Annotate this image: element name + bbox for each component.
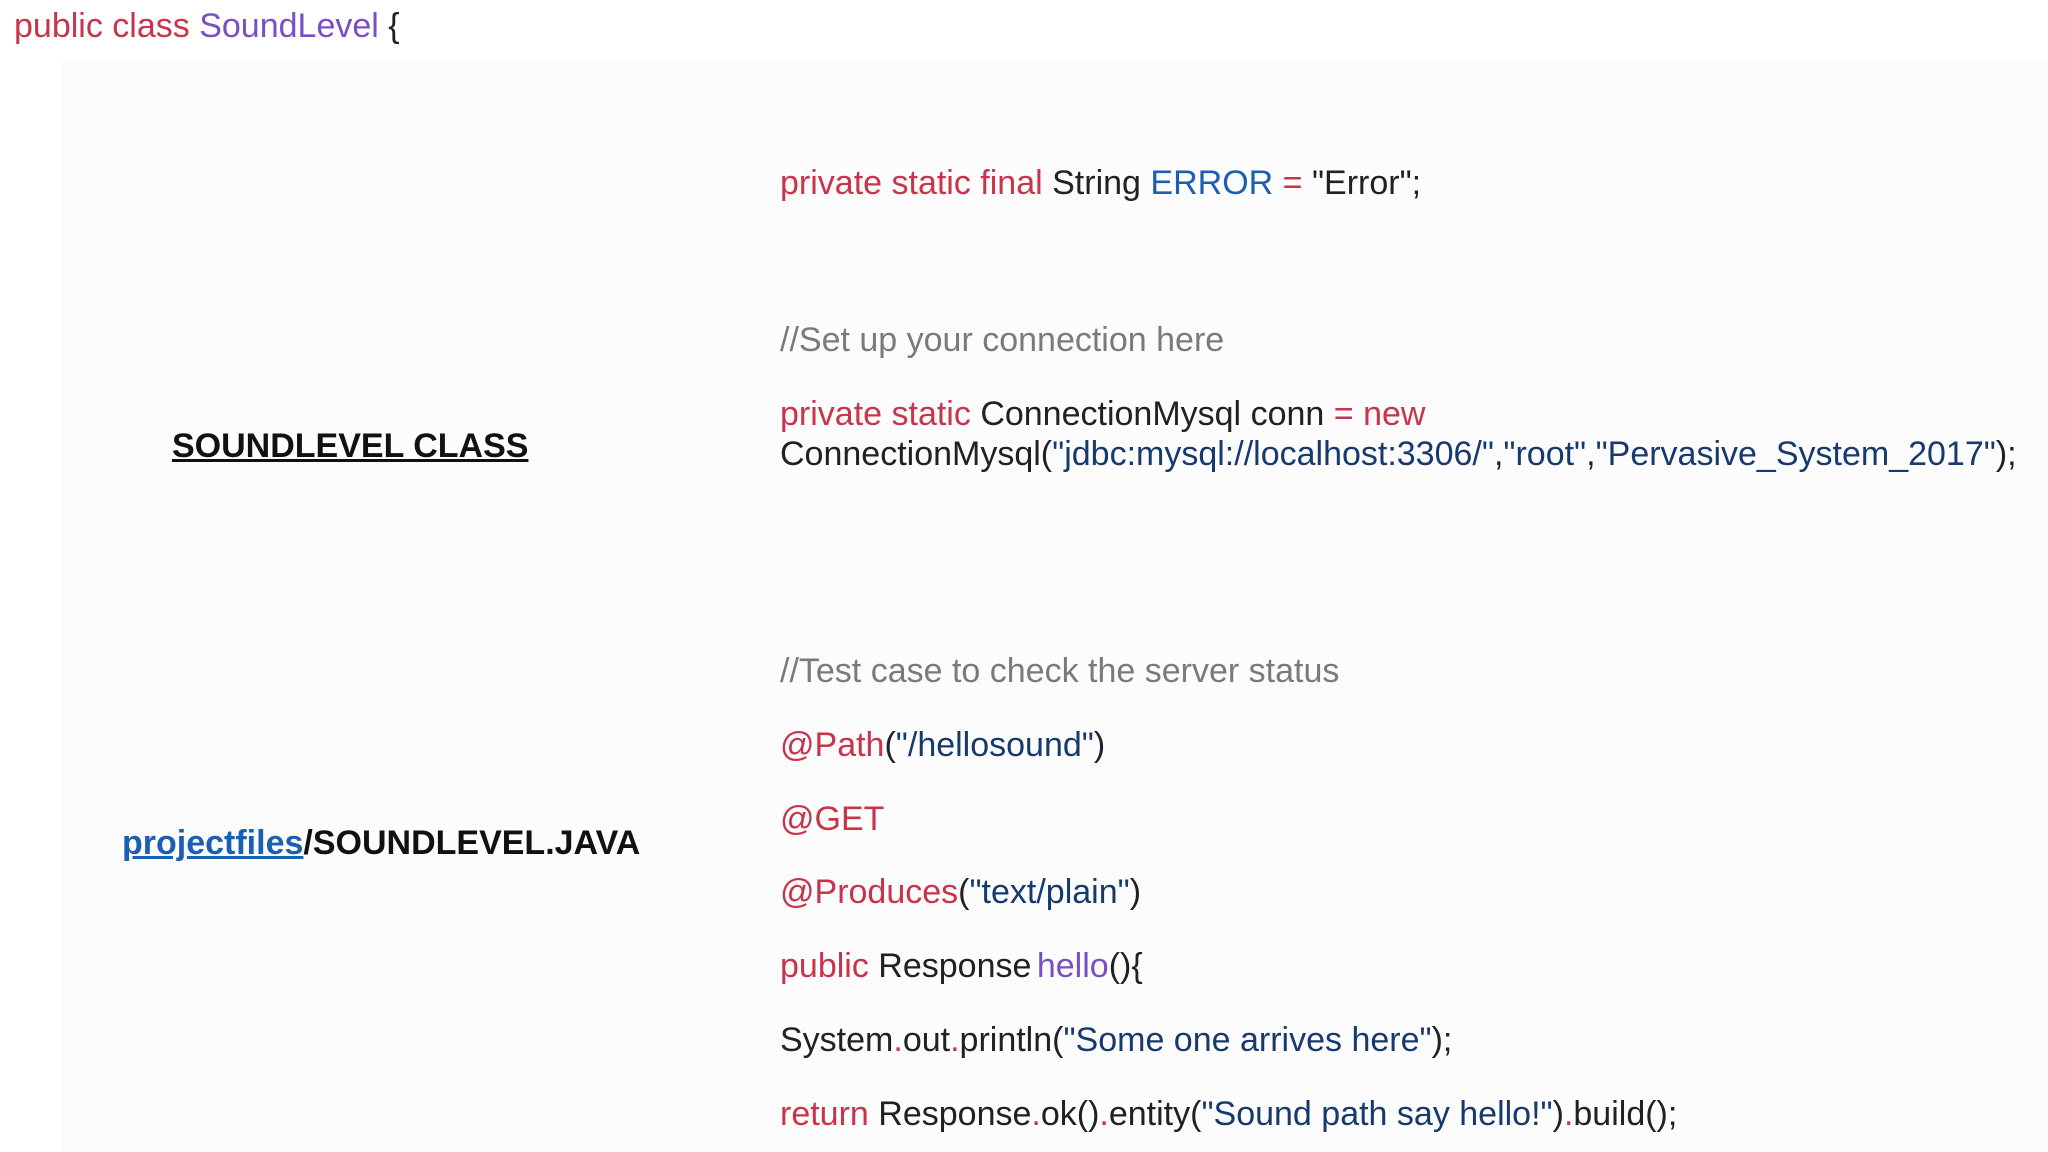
soundlevel-class-title: SOUNDLEVEL CLASS <box>172 427 529 465</box>
entity-close: ) <box>1552 1095 1564 1133</box>
keyword-class: class <box>112 7 190 45</box>
method-signature-line: public Response hello(){ <box>780 946 1143 986</box>
annotation-produces-line: @Produces("text/plain") <box>780 872 1141 912</box>
content-panel <box>62 62 2048 1152</box>
keyword-public: public <box>14 7 103 45</box>
println-call: println( <box>959 1021 1064 1059</box>
ret-dot-1: . <box>1031 1095 1041 1133</box>
conn-ctor: ConnectionMysql( <box>780 435 1053 473</box>
keyword-return: return <box>780 1095 869 1133</box>
annotation-produces: @Produces <box>780 873 959 911</box>
comment-test: //Test case to check the server status <box>780 652 1340 690</box>
response-obj: Response <box>878 1095 1032 1133</box>
path-separator: / <box>303 824 313 862</box>
path-arg: "/hellosound" <box>895 726 1094 764</box>
method-name: hello <box>1036 947 1109 985</box>
build-call: build(); <box>1573 1095 1678 1133</box>
keyword-new: new <box>1363 395 1426 433</box>
produces-close: ) <box>1129 873 1142 911</box>
println-line: System.out.println("Some one arrives her… <box>780 1020 1452 1060</box>
out-field: out <box>902 1021 951 1059</box>
class-declaration: public class SoundLevel { <box>14 6 400 46</box>
conn-constructor-line: ConnectionMysql("jdbc:mysql://localhost:… <box>780 434 2017 474</box>
path-open: ( <box>884 726 896 764</box>
produces-arg: "text/plain" <box>969 873 1130 911</box>
type-string: String <box>1052 164 1141 202</box>
const-error: ERROR <box>1150 164 1274 202</box>
produces-open: ( <box>958 873 970 911</box>
file-path: projectfiles/SOUNDLEVEL.JAVA <box>122 823 640 863</box>
projectfiles-link[interactable]: projectfiles <box>122 824 304 862</box>
file-name: SOUNDLEVEL.JAVA <box>312 824 641 862</box>
class-name: SoundLevel <box>199 7 379 45</box>
ret-dot-3: . <box>1563 1095 1574 1133</box>
annotation-get: @GET <box>780 800 885 838</box>
conn-var: conn <box>1250 395 1325 433</box>
conn-modifiers: private static <box>780 395 971 433</box>
comment-connection: //Set up your connection here <box>780 321 1225 359</box>
conn-type: ConnectionMysql <box>980 395 1242 433</box>
method-return-type: Response <box>878 947 1032 985</box>
conn-password: "Pervasive_System_2017" <box>1595 435 1996 473</box>
modifiers: private static final <box>780 164 1043 202</box>
annotation-path: @Path <box>780 726 885 764</box>
conn-equals: = <box>1333 395 1354 433</box>
ok-call: ok() <box>1040 1095 1100 1133</box>
conn-declaration-line: private static ConnectionMysql conn = ne… <box>780 394 1425 434</box>
return-line: return Response.ok().entity("Sound path … <box>780 1094 1677 1134</box>
conn-end: ); <box>1995 435 2017 473</box>
println-end: ); <box>1431 1021 1453 1059</box>
equals: = <box>1282 164 1303 202</box>
conn-user: "root" <box>1503 435 1587 473</box>
method-modifier: public <box>780 947 869 985</box>
ret-dot-2: . <box>1099 1095 1109 1133</box>
dot-1: . <box>893 1021 903 1059</box>
println-arg: "Some one arrives here" <box>1063 1021 1432 1059</box>
annotation-path-line: @Path("/hellosound") <box>780 725 1105 765</box>
error-value: "Error"; <box>1311 164 1422 202</box>
conn-url: "jdbc:mysql://localhost:3306/" <box>1052 435 1494 473</box>
conn-sep2: , <box>1586 435 1596 473</box>
dot-2: . <box>950 1021 960 1059</box>
entity-arg: "Sound path say hello!" <box>1201 1095 1553 1133</box>
system-obj: System <box>780 1021 894 1059</box>
open-brace: { <box>388 7 400 45</box>
error-constant-line: private static final String ERROR = "Err… <box>780 163 1421 203</box>
method-rest: (){ <box>1108 947 1143 985</box>
entity-call: entity( <box>1108 1095 1202 1133</box>
conn-sep1: , <box>1493 435 1504 473</box>
path-close: ) <box>1093 726 1106 764</box>
